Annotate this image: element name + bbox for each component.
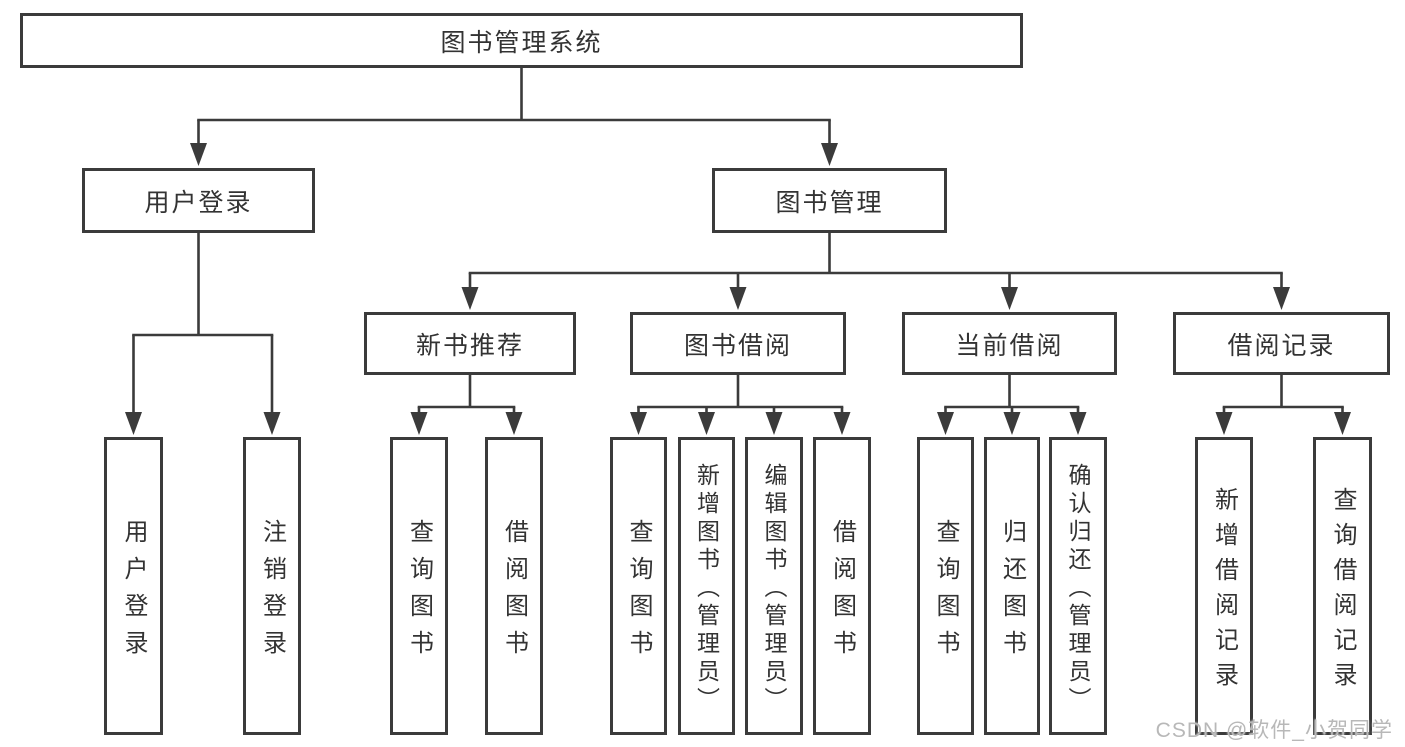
node-label: 查询借阅记录 [1329,486,1356,697]
leaf-borrow-add-books-admin: 新增图书（管理员） [678,437,735,735]
leaf-newbook-query-books: 查询图书 [390,437,448,735]
watermark: CSDN @软件_小贺同学 [1155,719,1393,742]
leaf-borrow-query-books: 查询图书 [610,437,667,735]
node-label: 用户登录 [144,188,253,217]
leaf-current-query-books: 查询图书 [917,437,974,735]
node-label: 当前借阅 [955,331,1064,360]
leaf-records-add-record: 新增借阅记录 [1195,437,1253,735]
node-label: 借阅记录 [1227,331,1336,360]
node-borrow-records: 借阅记录 [1173,312,1390,375]
leaf-current-confirm-return-admin: 确认归还（管理员） [1049,437,1107,735]
node-label: 确认归还（管理员） [1065,462,1091,715]
node-user-login: 用户登录 [82,168,315,233]
node-label: 查询图书 [625,518,652,667]
node-label: 用户登录 [120,518,147,667]
node-current-borrow: 当前借阅 [902,312,1117,375]
node-label: 编辑图书（管理员） [761,462,787,715]
node-label: 图书管理系统 [440,28,603,57]
node-book-management: 图书管理 [712,168,947,233]
node-label: 归还图书 [998,518,1026,667]
leaf-records-query-record: 查询借阅记录 [1313,437,1372,735]
leaf-borrow-borrow-books: 借阅图书 [813,437,871,735]
node-label: 图书管理 [775,188,884,217]
leaf-borrow-edit-books-admin: 编辑图书（管理员） [745,437,803,735]
node-label: 查询图书 [932,518,959,667]
leaf-logout: 注销登录 [243,437,301,735]
node-library-system: 图书管理系统 [20,13,1023,68]
node-label: 借阅图书 [500,518,528,667]
leaf-newbook-borrow-books: 借阅图书 [485,437,543,735]
node-label: 查询图书 [405,518,433,667]
node-label: 新增借阅记录 [1210,486,1238,697]
node-book-borrow: 图书借阅 [630,312,846,375]
leaf-user-login: 用户登录 [104,437,163,735]
node-label: 图书借阅 [683,331,792,360]
node-label: 新书推荐 [415,331,524,360]
node-new-book-recommend: 新书推荐 [364,312,576,375]
node-label: 注销登录 [258,518,286,667]
node-label: 借阅图书 [828,518,856,667]
node-label: 新增图书（管理员） [693,462,720,715]
leaf-current-return-books: 归还图书 [984,437,1040,735]
